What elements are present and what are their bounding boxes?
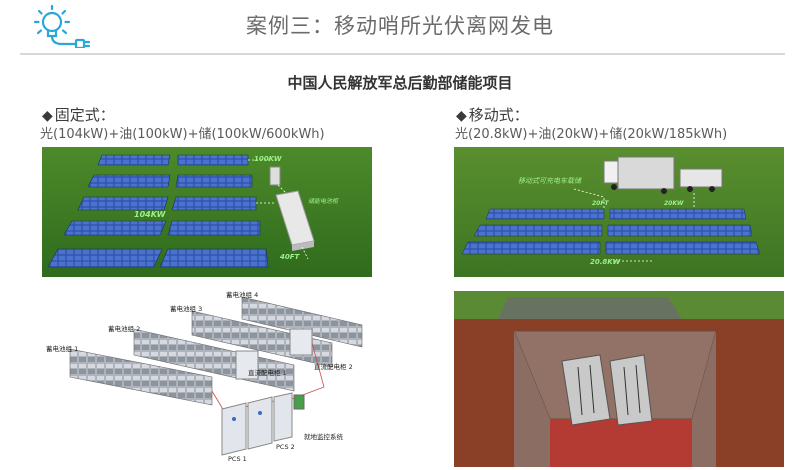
container-20ft-label: 20FT <box>592 200 609 207</box>
battery-group-1-label: 蓄电池组 1 <box>46 344 78 353</box>
title-divider <box>20 53 785 55</box>
mobile-site-render: 移动式可充电车载储 20FT 20KW 20.8KW <box>454 147 784 277</box>
mobile-underground-render <box>454 291 784 467</box>
fixed-system-diagram: 蓄电池组 1 蓄电池组 2 蓄电池组 3 蓄电池组 4 直流配电柜 1 直流配电… <box>42 291 372 467</box>
dc-cabinet-1-label: 直流配电柜 1 <box>248 368 287 377</box>
fixed-heading: ◆固定式： <box>42 104 115 125</box>
diamond-bullet-icon: ◆ <box>456 108 467 124</box>
fixed-site-render: 100KW 储能电池柜 104KW 40FT <box>42 147 372 277</box>
fixed-heading-text: 固定式： <box>54 106 115 124</box>
container-size-label: 40FT <box>280 253 301 261</box>
project-subtitle: 中国人民解放军总后勤部储能项目 <box>287 74 513 92</box>
fixed-spec: 光(104kW)+油(100kW)+储(100kW/600kWh) <box>40 127 325 142</box>
pv-20-8kw-label: 20.8KW <box>590 258 621 266</box>
battery-group-3-label: 蓄电池组 3 <box>170 304 202 313</box>
mobile-heading: ◆移动式： <box>456 104 529 125</box>
mobile-spec: 光(20.8kW)+油(20kW)+储(20kW/185kWh) <box>455 127 728 142</box>
battery-group-4-label: 蓄电池组 4 <box>226 291 258 299</box>
battery-group-2-label: 蓄电池组 2 <box>108 324 140 333</box>
mobile-heading-text: 移动式： <box>468 106 529 124</box>
storage-text-label: 储能电池柜 <box>308 197 339 205</box>
genset-capacity-label: 100KW <box>254 155 282 163</box>
genset-20kw-label: 20KW <box>664 200 684 207</box>
pcs-1-label: PCS 1 <box>228 455 247 463</box>
monitor-system-label: 就地监控系统 <box>304 432 344 441</box>
diamond-bullet-icon: ◆ <box>42 108 53 124</box>
pv-capacity-label: 104KW <box>134 210 167 219</box>
solar-bulb-plug-icon <box>33 4 91 48</box>
page-title: 案例三：移动哨所光伏离网发电 <box>246 14 554 38</box>
dc-cabinet-2-label: 直流配电柜 2 <box>314 362 353 371</box>
pcs-2-label: PCS 2 <box>276 443 295 451</box>
vehicle-storage-label: 移动式可充电车载储 <box>518 177 583 185</box>
